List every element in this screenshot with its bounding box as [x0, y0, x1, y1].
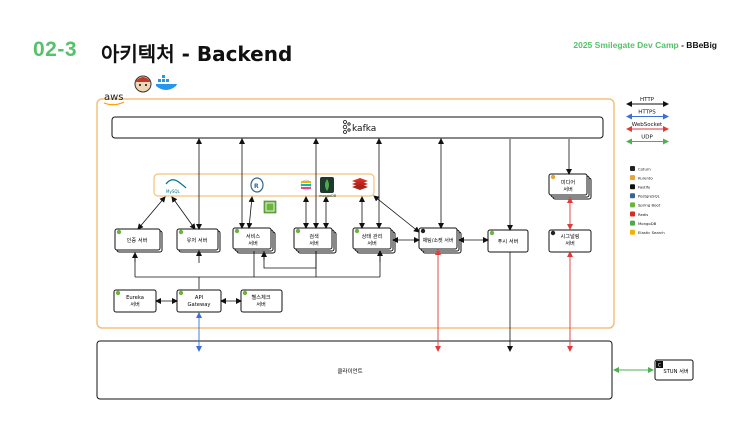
search-server-label-2: 서버 [309, 239, 319, 247]
tech-legend-label: Elastic Search [638, 230, 665, 235]
tech-legend-label: Kurento [638, 175, 653, 180]
spring-boot-icon [263, 200, 277, 214]
mongodb-icon: mongoDB [319, 177, 337, 198]
mysql-label: MySQL [166, 189, 181, 194]
legend-label-http: HTTP [640, 97, 655, 103]
service-server: 서비스 서버 [232, 227, 276, 254]
search-server: 검색 서버 [293, 227, 337, 254]
client-label: 클라이언트 [337, 367, 362, 375]
api-gateway: API Gateway [176, 289, 222, 313]
stun-badge: C [658, 363, 661, 369]
spring-boot-icon [630, 202, 635, 208]
search-server-label-1: 검색 [309, 232, 319, 240]
kurento-icon [630, 175, 635, 181]
postgresql-icon [630, 193, 635, 199]
state-server-label-1: 상태 관리 [362, 232, 383, 240]
redis-icon [352, 178, 368, 190]
media-server-label-1: 미디어 [561, 178, 576, 186]
docker-icon [156, 75, 177, 90]
mongodb-icon [630, 220, 635, 226]
event-label-prefix: 2025 Smilegate Dev Camp [573, 40, 679, 50]
websocket-arrows [435, 197, 573, 352]
event-label-team: - BBeBig [681, 40, 717, 50]
svg-text:R: R [254, 183, 259, 190]
redis-icon [630, 211, 635, 217]
legend-label-udp: UDP [641, 135, 653, 141]
kafka-icon [342, 120, 351, 134]
signaling-server: 시그널링 서버 [548, 229, 592, 253]
auth-server-label: 인증 서버 [127, 236, 148, 244]
legend-label-https: HTTPS [638, 110, 656, 116]
media-server: 미디어 서버 [548, 173, 592, 200]
api-gateway-label-2: Gateway [188, 302, 211, 308]
healthcheck-server-label-1: 헬스체크 [251, 293, 270, 301]
healthcheck-server: 헬스체크 서버 [240, 289, 283, 313]
legend-label-websocket: WebSocket [632, 122, 663, 128]
service-server-label-1: 서비스 [246, 232, 261, 240]
chat-server: 채팅/소켓 서버 [418, 227, 462, 254]
auth-server: 인증 서버 [114, 228, 163, 253]
postgresql-icon: R [250, 177, 264, 193]
service-server-label-2: 서버 [248, 239, 258, 247]
eureka-server-label-2: 서버 [130, 300, 140, 308]
coturn-icon [630, 166, 635, 171]
tech-legend-label: Fastify [638, 185, 651, 190]
stun-server: C STUN 서버 [654, 359, 694, 381]
user-server-label: 유저 서버 [187, 236, 208, 244]
user-server: 유저 서버 [176, 228, 221, 253]
healthcheck-server-label-2: 서버 [256, 300, 266, 308]
eureka-server: Eureka 서버 [113, 289, 157, 313]
chat-server-label: 채팅/소켓 서버 [423, 237, 454, 244]
aws-region: aws [96, 92, 615, 329]
http-arrows [132, 138, 572, 352]
slide-title: 아키텍처 - Backend [101, 42, 293, 66]
eureka-server-label-1: Eureka [126, 295, 144, 301]
elasticsearch-icon [630, 229, 635, 235]
signaling-server-label-2: 서버 [565, 239, 575, 247]
push-server-label: 푸시 서버 [498, 237, 519, 245]
aws-logo: aws [104, 92, 124, 103]
jenkins-icon [134, 75, 152, 93]
push-server: 푸시 서버 [487, 229, 529, 253]
event-label: 2025 Smilegate Dev Camp - BBeBig [573, 40, 717, 50]
section-number: 02-3 [33, 38, 78, 61]
kafka-label: kafka [352, 124, 376, 134]
fastify-icon [630, 184, 635, 190]
datastores-box: MySQL R mongoDB [153, 173, 375, 198]
media-server-label-2: 서버 [563, 185, 573, 193]
state-server: 상태 관리 서버 [352, 227, 396, 254]
mysql-icon: MySQL [165, 179, 187, 194]
signaling-server-label-1: 시그널링 [560, 232, 579, 240]
tech-legend-label: Spring Boot [638, 203, 661, 208]
elasticsearch-icon [300, 179, 312, 191]
aws-smile-icon [103, 101, 125, 106]
kafka-bar: kafka [111, 116, 604, 139]
stun-server-label: STUN 서버 [663, 367, 689, 375]
tech-legend-label: Coturn [638, 166, 651, 171]
tech-legend-label: MongoDB [638, 221, 657, 226]
api-gateway-label-1: API [195, 295, 204, 301]
mongodb-label: mongoDB [319, 194, 337, 198]
tech-legend-label: PostgreSQL [638, 194, 661, 199]
client-box: 클라이언트 [96, 340, 613, 400]
state-server-label-2: 서버 [367, 239, 377, 247]
tech-legend-label: Redis [638, 212, 648, 217]
